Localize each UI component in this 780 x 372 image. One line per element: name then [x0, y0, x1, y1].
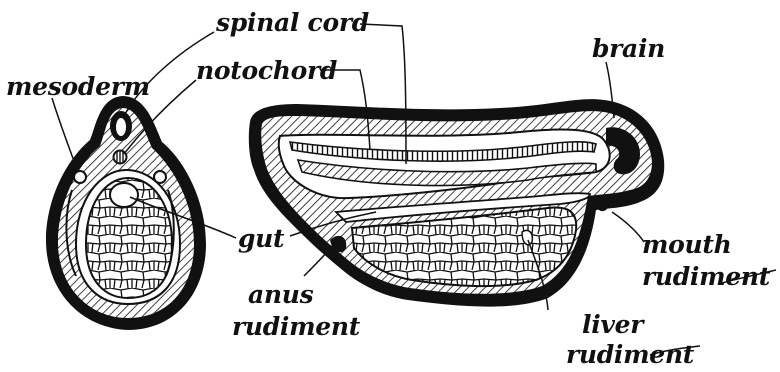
label-liver-rudiment-line1: liver [582, 312, 643, 338]
label-spinal-cord: spinal cord [216, 10, 369, 36]
liver-rudiment-shape [522, 230, 532, 244]
label-anus-rudiment-line2: rudiment [232, 314, 360, 340]
label-brain: brain [592, 36, 665, 62]
label-mesoderm: mesoderm [6, 74, 150, 100]
label-gut: gut [238, 226, 284, 252]
gut-lumen-cross [110, 183, 138, 207]
mesoderm-cross [74, 171, 86, 183]
label-mouth-rudiment-line2: rudiment [642, 264, 770, 290]
label-anus-rudiment-line1: anus [248, 282, 313, 308]
cross-section [46, 96, 206, 330]
label-mouth-rudiment-line1: mouth [642, 232, 732, 258]
leader-mouth [612, 212, 644, 242]
longitudinal-section [249, 99, 664, 307]
leader-mesoderm [52, 98, 78, 172]
label-notochord: notochord [196, 58, 337, 84]
label-liver-rudiment-line2: rudiment [566, 342, 694, 368]
